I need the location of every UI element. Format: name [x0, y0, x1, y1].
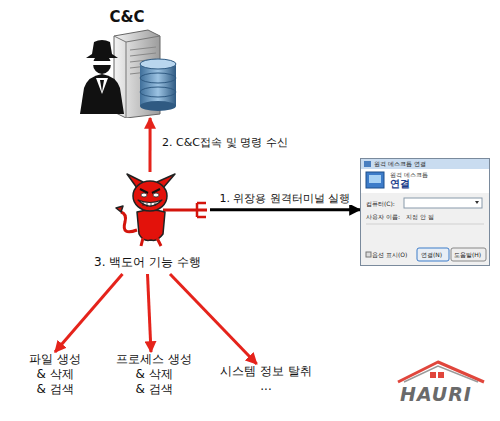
window-text: 연결(N) [421, 251, 442, 259]
arrow-connector [210, 208, 360, 211]
logo-roof [398, 362, 484, 382]
malware-devil-icon [85, 172, 210, 248]
window-text: 지정 안 됨 [406, 213, 434, 221]
node-text: 3. 백도어 기능 수행 [85, 255, 210, 270]
server-heading: C&C [72, 4, 182, 27]
node-text: 파일 생성 & 삭제 & 검색 [12, 352, 98, 397]
server-node: C&C [72, 4, 182, 118]
function-text: 프로세스 생성 & 삭제 & 검색 [104, 352, 204, 397]
node-text: 프로세스 생성 & 삭제 & 검색 [104, 352, 204, 397]
window-text: 연결 [390, 178, 410, 191]
arrow-connector [55, 274, 123, 352]
window-text: 원격 데스크톱 [390, 171, 428, 179]
node-text: 시스템 정보 탈취 ... [208, 364, 324, 394]
malware-node: 3. 백도어 기능 수행 [85, 172, 210, 274]
window-text: 원격 데스크톱 연결 [374, 160, 426, 168]
window-text: 사용자 이름: [366, 213, 400, 221]
window-text: 도움말(H) [454, 251, 481, 259]
edge-label: 1. 위장용 원격터미널 실행 [218, 192, 353, 205]
remote-desktop-window: 원격 데스크톱 연결원격 데스크톱연결컴퓨터(C): 사용자 이름: 지정 안 됨옵… [360, 158, 490, 266]
arrow-connector [148, 274, 152, 352]
function-text: 시스템 정보 탈취 ... [208, 364, 324, 394]
arrow-connector [149, 118, 152, 172]
edge-label: 2. C&C접속 및 명령 수신 [160, 136, 289, 149]
logo-text: HAURI [400, 383, 472, 405]
window-text: 컴퓨터(C): [366, 200, 395, 208]
function-text: 파일 생성 & 삭제 & 검색 [12, 352, 98, 397]
arrow-connector [170, 274, 257, 364]
window-text: 옵션 표시(O) [372, 251, 407, 259]
server-icon [72, 28, 182, 118]
